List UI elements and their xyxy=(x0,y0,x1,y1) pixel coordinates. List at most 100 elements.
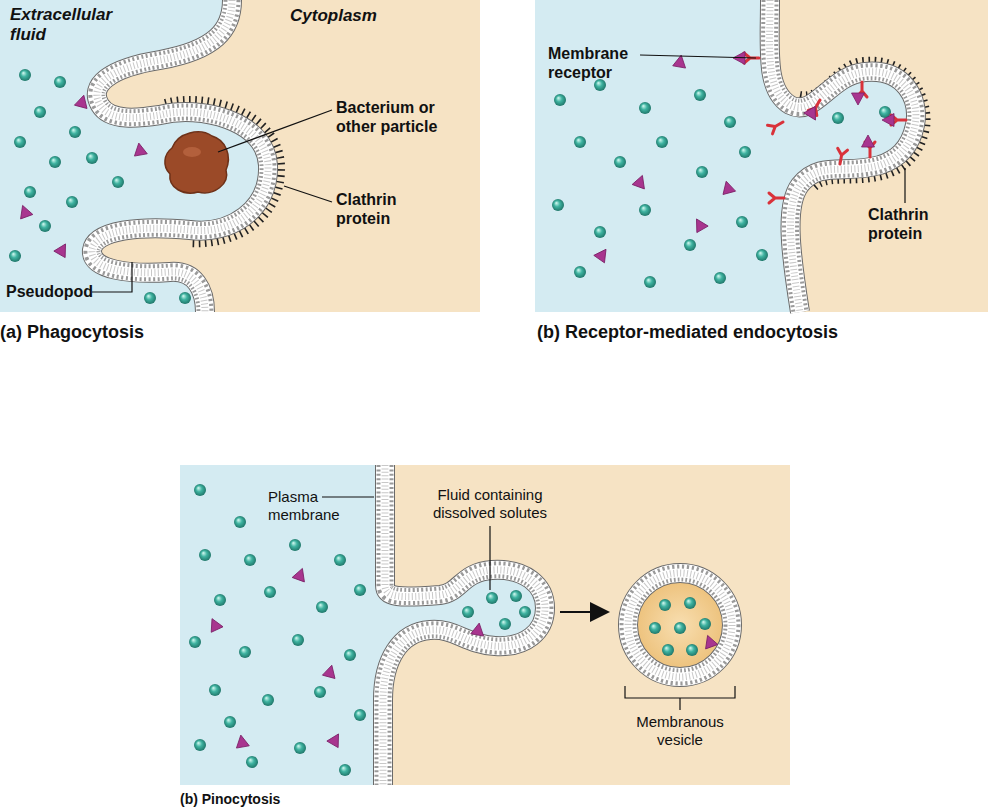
solute-dot xyxy=(334,554,346,566)
receptor xyxy=(769,193,784,203)
solute-triangles xyxy=(16,94,147,258)
membrane-outline xyxy=(770,0,916,312)
solute-dot xyxy=(112,176,124,188)
solute-dot xyxy=(289,539,301,551)
solute-triangle xyxy=(701,633,717,649)
solute-dot xyxy=(9,250,21,262)
solute-dot xyxy=(724,116,736,128)
solute-dot xyxy=(224,716,236,728)
cytoplasm-region xyxy=(535,0,988,312)
solute-dot xyxy=(19,69,31,81)
solute-dot xyxy=(244,554,256,566)
callout-label: Clathrin protein xyxy=(868,205,958,243)
solute-dot xyxy=(209,684,221,696)
membrane-receptors xyxy=(744,53,906,203)
solute-dot xyxy=(714,272,726,284)
solute-triangle xyxy=(720,180,736,195)
callout-label: Membrane receptor xyxy=(548,44,658,82)
solute-dot xyxy=(684,597,696,609)
panel-caption: (b) Pinocytosis xyxy=(180,791,280,808)
region-label: Extracellular fluid xyxy=(10,5,130,45)
solute-dot xyxy=(462,606,474,618)
solute-triangle xyxy=(691,216,708,233)
solute-dot xyxy=(179,292,191,304)
bacterium xyxy=(165,132,228,193)
solute-dot xyxy=(144,292,156,304)
solute-triangle xyxy=(632,173,648,189)
leader-lines xyxy=(92,55,905,710)
solute-dot xyxy=(239,646,251,658)
solute-dots xyxy=(9,69,191,304)
panel-caption: (a) Phagocytosis xyxy=(0,321,144,343)
solute-dot xyxy=(24,186,36,198)
process-arrow xyxy=(560,611,606,613)
ligand-triangle xyxy=(852,93,865,105)
solute-triangle xyxy=(292,566,308,582)
solute-dot xyxy=(510,590,522,602)
solute-dot xyxy=(739,146,751,158)
solute-triangle xyxy=(322,664,338,679)
solute-dot xyxy=(699,618,711,630)
solute-dot xyxy=(66,196,78,208)
membrane-heads xyxy=(92,0,268,312)
solute-dot xyxy=(339,764,351,776)
panel-caption: (b) Receptor-mediated endocytosis xyxy=(537,321,838,343)
solute-triangle xyxy=(132,142,147,156)
leader-line xyxy=(904,168,905,203)
membrane-tails xyxy=(628,573,732,677)
callout-label: Fluid containing dissolved solutes xyxy=(425,486,555,522)
solute-triangle xyxy=(234,734,249,748)
cytoplasm-region xyxy=(180,465,790,785)
solute-dot xyxy=(49,156,61,168)
solute-dot xyxy=(659,599,671,611)
solute-dot xyxy=(214,594,226,606)
solute-dot xyxy=(194,739,206,751)
solute-dot xyxy=(194,484,206,496)
ligand-triangle xyxy=(804,106,821,123)
callout-label: Plasma membrane xyxy=(268,488,348,524)
solute-dot xyxy=(344,649,356,661)
callout-label: Membranous vesicle xyxy=(620,713,740,749)
solute-dot xyxy=(756,249,768,261)
solute-dot xyxy=(519,606,531,618)
solute-triangle xyxy=(74,94,90,109)
solute-dot xyxy=(316,601,328,613)
membrane-core xyxy=(92,0,268,312)
solute-triangles xyxy=(594,54,736,263)
solute-dot xyxy=(86,152,98,164)
plasma-membrane xyxy=(92,0,916,785)
solute-dot xyxy=(189,636,201,648)
solute-dot xyxy=(294,742,306,754)
solute-dot xyxy=(292,634,304,646)
solute-dot xyxy=(552,199,564,211)
membrane-fill xyxy=(770,0,916,312)
leader-line xyxy=(284,186,332,202)
region-label: Cytoplasm xyxy=(290,6,377,26)
callout-label: Clathrin protein xyxy=(336,190,426,228)
solute-triangle xyxy=(594,246,612,263)
solute-dot xyxy=(594,226,606,238)
solute-dots xyxy=(552,79,891,288)
solute-dot xyxy=(39,220,51,232)
leader-line xyxy=(218,110,332,152)
solute-dot xyxy=(644,276,656,288)
membrane-heads xyxy=(770,0,916,312)
leader-line xyxy=(322,496,374,497)
solute-triangle xyxy=(54,241,71,258)
solute-dot xyxy=(314,686,326,698)
solute-dot xyxy=(639,204,651,216)
solute-dot xyxy=(14,136,26,148)
leader-line xyxy=(640,55,756,58)
membrane-fill xyxy=(92,0,268,312)
solute-dot xyxy=(662,644,674,656)
solute-dot xyxy=(246,756,258,768)
solute-dot xyxy=(486,592,498,604)
solute-dot xyxy=(574,266,586,278)
solute-dot xyxy=(574,136,586,148)
solute-dot xyxy=(69,126,81,138)
extracellular-region xyxy=(0,0,268,312)
solute-triangle xyxy=(16,203,32,219)
membrane-fill xyxy=(628,573,732,677)
